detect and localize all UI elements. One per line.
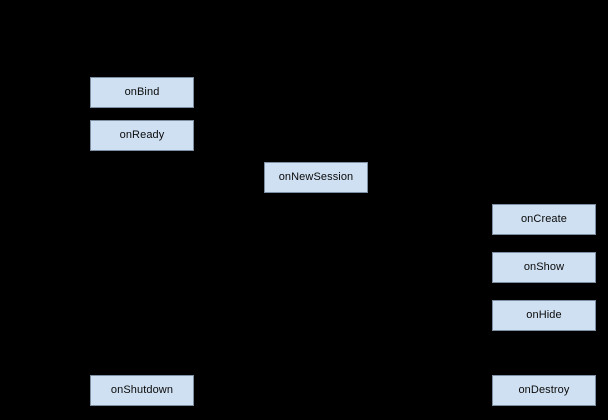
node-label: onHide xyxy=(526,309,562,321)
node-on-new-session[interactable]: onNewSession xyxy=(264,162,368,193)
node-on-hide[interactable]: onHide xyxy=(492,300,596,331)
node-label: onBind xyxy=(124,86,160,98)
node-label: onNewSession xyxy=(278,171,354,183)
node-label: onShow xyxy=(523,261,565,273)
node-on-ready[interactable]: onReady xyxy=(90,120,194,151)
node-on-shutdown[interactable]: onShutdown xyxy=(90,375,194,406)
node-on-create[interactable]: onCreate xyxy=(492,204,596,235)
node-label: onShutdown xyxy=(110,384,174,396)
node-label: onDestroy xyxy=(518,384,570,396)
node-on-show[interactable]: onShow xyxy=(492,252,596,283)
node-label: onCreate xyxy=(520,213,568,225)
node-on-bind[interactable]: onBind xyxy=(90,77,194,108)
node-on-destroy[interactable]: onDestroy xyxy=(492,375,596,406)
node-label: onReady xyxy=(119,129,165,141)
